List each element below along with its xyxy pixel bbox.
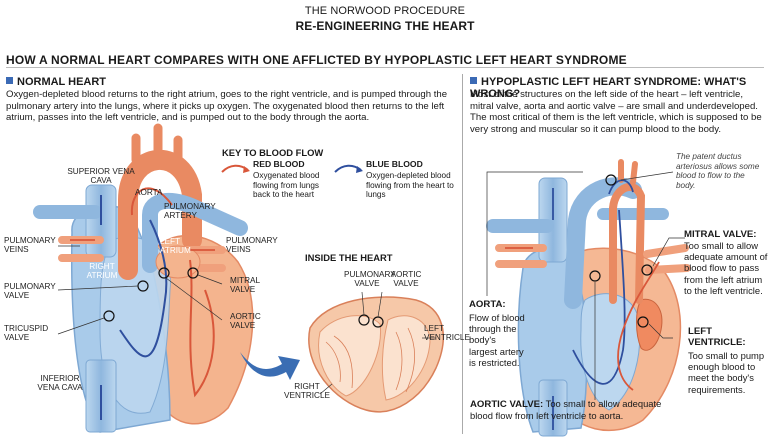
- left-ventricle-title: LEFT VENTRICLE:: [688, 326, 746, 348]
- label-superior-vena-cava: SUPERIOR VENA CAVA: [67, 167, 135, 186]
- aorta-arch: [118, 149, 202, 280]
- label-aorta: AORTA: [135, 188, 163, 197]
- label-right-atrium: RIGHT ATRIUM: [86, 262, 118, 281]
- bullet-icon: [470, 77, 477, 84]
- hlhs-title-text: HYPOPLASTIC LEFT HEART SYNDROME: WHAT'S …: [470, 76, 747, 100]
- headline: RE-ENGINEERING THE HEART: [295, 19, 475, 33]
- normal-heart-illustration: [33, 123, 300, 433]
- hlhs-title: HYPOPLASTIC LEFT HEART SYNDROME: WHAT'S …: [470, 76, 766, 100]
- label-pulmonary-veins-left: PULMONARY VEINS: [4, 236, 56, 255]
- normal-heart-title-text: NORMAL HEART: [17, 76, 107, 88]
- bullet-icon: [6, 77, 13, 84]
- aortic-valve-body: Too small to allow adequate blood flow f…: [470, 398, 662, 421]
- tricuspid-valve-marker: [103, 310, 115, 322]
- normal-heart-title: NORMAL HEART: [6, 76, 106, 88]
- label-mitral-valve: MITRAL VALVE: [230, 276, 260, 295]
- aortic-valve-title: AORTIC VALVE:: [470, 399, 544, 410]
- normal-heart-body: Oxygen-depleted blood returns to the rig…: [6, 89, 448, 124]
- hlhs-ductus-marker: [605, 174, 617, 186]
- key-red-desc: Oxygenated blood flowing from lungs back…: [253, 171, 320, 200]
- hlhs-heart-illustration: [486, 159, 691, 437]
- label-pulmonary-veins-right: PULMONARY VEINS: [226, 236, 278, 255]
- left-ventricle-chamber: [381, 315, 431, 401]
- hlhs-pulmonary-veins-right: [643, 244, 691, 274]
- inside-heart-illustration: [308, 291, 444, 413]
- label-pulmonary-artery: PULMONARY ARTERY: [164, 202, 216, 221]
- key-arrows: [221, 164, 363, 173]
- ductus-note: The patent ductus arteriosus allows some…: [676, 152, 760, 190]
- kicker: THE NORWOOD PROCEDURE: [304, 5, 466, 17]
- mitral-valve-marker: [187, 267, 199, 279]
- inside-label-pulmonary-valve: PULMONARY VALVE: [344, 270, 396, 289]
- subhead-rule: [6, 67, 764, 68]
- aorta-title: AORTA:: [469, 299, 506, 310]
- column-divider: [462, 74, 463, 434]
- pulmonary-artery: [142, 192, 248, 273]
- label-inferior-vena-cava: INFERIOR VENA CAVA: [37, 374, 83, 393]
- hlhs-left-ventricle-marker: [637, 316, 649, 328]
- mitral-title: MITRAL VALVE:: [684, 229, 757, 240]
- label-tricuspid-valve: TRICUSPID VALVE: [4, 324, 49, 343]
- label-left-atrium: LEFT ATRIUM: [160, 237, 191, 256]
- aortic-valve-marker: [158, 267, 170, 279]
- left-ventricle-body: Too small to pump enough blood to meet t…: [688, 350, 765, 395]
- key-title: KEY TO BLOOD FLOW: [222, 147, 324, 158]
- key-red-name: RED BLOOD: [253, 159, 305, 169]
- hlhs-mitral-valve-marker: [641, 264, 653, 276]
- inside-label-right-ventricle: RIGHT VENTRICLE: [284, 382, 330, 401]
- aortic-valve-annotation: AORTIC VALVE: Too small to allow adequat…: [470, 398, 676, 421]
- hlhs-small-aorta: [609, 183, 646, 304]
- subhead: HOW A NORMAL HEART COMPARES WITH ONE AFF…: [6, 53, 627, 67]
- inside-label-left-ventricle: LEFT VENTRICLE: [424, 324, 470, 343]
- inside-title: INSIDE THE HEART: [305, 252, 393, 263]
- inside-label-aortic-valve: AORTIC VALVE: [390, 270, 422, 289]
- hlhs-aortic-valve-marker: [589, 270, 601, 282]
- key-blue-desc: Oxygen-depleted blood flowing from the h…: [366, 171, 454, 200]
- aorta-branches: [131, 123, 183, 167]
- zoom-arrow: [240, 352, 300, 380]
- label-aortic-valve: AORTIC VALVE: [230, 312, 261, 331]
- mitral-body: Too small to allow adequate amount of bl…: [684, 240, 768, 296]
- hlhs-small-left-ventricle: [636, 298, 663, 351]
- hlhs-body: Most of the structures on the left side …: [470, 89, 762, 135]
- aorta-body: Flow of blood through the body's largest…: [469, 312, 525, 368]
- label-pulmonary-valve: PULMONARY VALVE: [4, 282, 56, 301]
- key-blue-name: BLUE BLOOD: [366, 159, 423, 169]
